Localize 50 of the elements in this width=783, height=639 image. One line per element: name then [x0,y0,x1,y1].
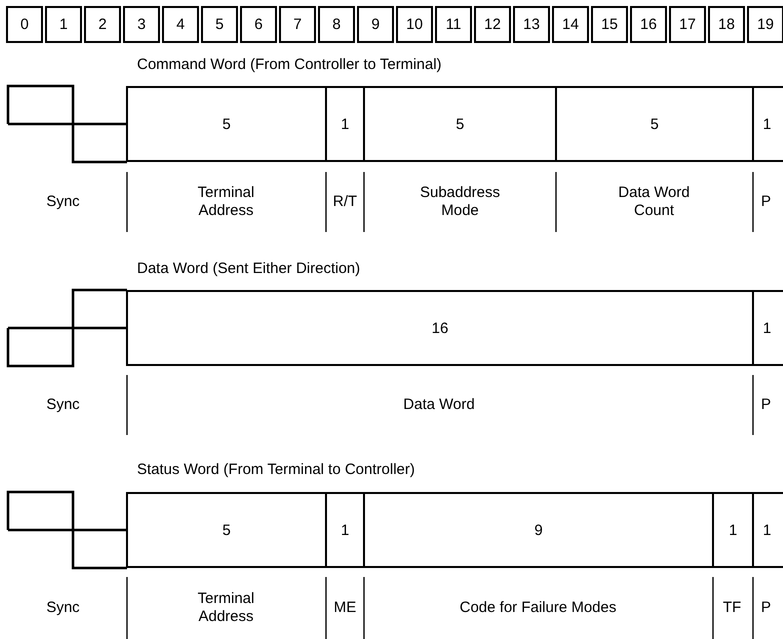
field-name: ME [334,599,356,617]
bit-number-cell: 5 [201,6,238,43]
bit-number-cell: 17 [669,6,706,43]
bit-field-box: 5 [555,86,754,162]
field-name: Sync [46,599,80,617]
field-name: P [760,599,771,617]
bit-number-cell: 11 [435,6,472,43]
bit-field-box: 5 [126,492,327,568]
bit-number-cell: 15 [591,6,628,43]
field-name: Data Word [403,396,475,414]
word-title: Status Word (From Terminal to Controller) [137,461,415,478]
field-name: Subaddress Mode [418,184,502,220]
bit-field-box: 9 [363,492,714,568]
bit-number-cell: 7 [279,6,316,43]
field-name: P [760,396,771,414]
bit-field-box: 1 [712,492,754,568]
field-name: TF [722,599,742,617]
bit-number-cell: 1 [45,6,82,43]
bit-number-cell: 8 [318,6,355,43]
field-name: Sync [46,193,80,211]
field-name: Terminal Address [196,184,256,220]
bit-field-box: 5 [363,86,557,162]
bit-field-box: 1 [325,492,365,568]
word-title: Command Word (From Controller to Terminal) [137,56,442,73]
bit-number-cell: 13 [513,6,550,43]
bit-number-cell: 12 [474,6,511,43]
field-name: P [760,193,771,211]
bit-number-cell: 19 [747,6,783,43]
bit-field-box: 1 [752,492,783,568]
bit-field-box: 5 [126,86,327,162]
bit-field-box: 1 [752,290,783,366]
bit-number-cell: 14 [552,6,589,43]
bit-number-cell: 2 [84,6,121,43]
bit-number-cell: 16 [630,6,667,43]
field-name: Code for Failure Modes [460,599,616,617]
bit-number-cell: 9 [357,6,394,43]
bit-field-box: 1 [325,86,365,162]
field-name: Data Word Count [617,184,691,220]
bit-number-cell: 10 [396,6,433,43]
bit-number-cell: 4 [162,6,199,43]
field-name: Sync [46,396,80,414]
bit-number-cell: 0 [6,6,43,43]
bit-number-cell: 6 [240,6,277,43]
field-name: Terminal Address [196,590,256,626]
bit-field-box: 1 [752,86,783,162]
bit-number-cell: 18 [708,6,745,43]
bit-number-cell: 3 [123,6,160,43]
field-name: R/T [332,193,358,211]
word-title: Data Word (Sent Either Direction) [137,260,360,277]
bit-field-box: 16 [126,290,754,366]
